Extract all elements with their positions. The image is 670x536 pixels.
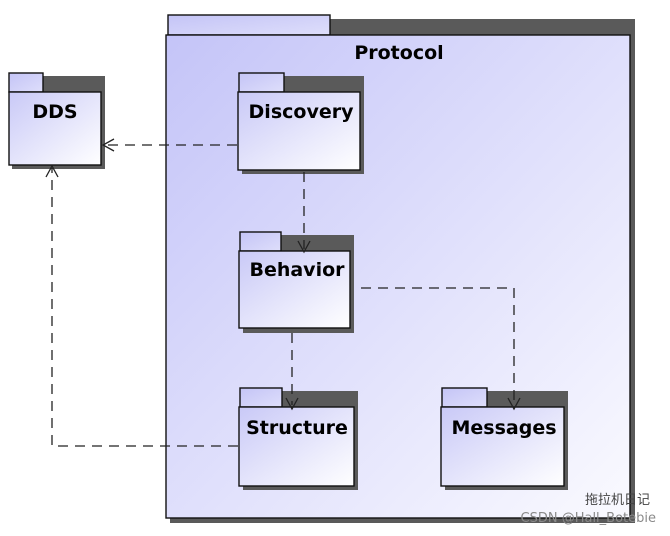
dependency-behavior-to-structure — [285, 333, 299, 411]
package-discovery-label: Discovery — [249, 101, 355, 123]
package-structure-label: Structure — [246, 417, 348, 439]
package-protocol-label: Protocol — [354, 42, 443, 64]
watermark-credit: CSDN @Hall_Botebie — [520, 511, 657, 526]
dependency-discovery-to-dds — [101, 138, 237, 152]
package-dds-label: DDS — [32, 101, 77, 123]
watermark-title: 拖拉机日记 — [584, 493, 650, 508]
package-behavior[interactable]: Behavior — [238, 231, 354, 333]
package-discovery[interactable]: Discovery — [237, 72, 364, 174]
dependency-structure-to-dds — [45, 164, 238, 447]
package-messages[interactable]: Messages — [440, 387, 568, 490]
dependency-behavior-to-messages — [361, 287, 521, 411]
package-messages-label: Messages — [451, 417, 556, 439]
package-behavior-label: Behavior — [249, 259, 345, 281]
package-dds[interactable]: DDS — [8, 72, 105, 169]
dependency-discovery-to-behavior — [297, 172, 311, 254]
package-structure[interactable]: Structure — [238, 387, 358, 490]
